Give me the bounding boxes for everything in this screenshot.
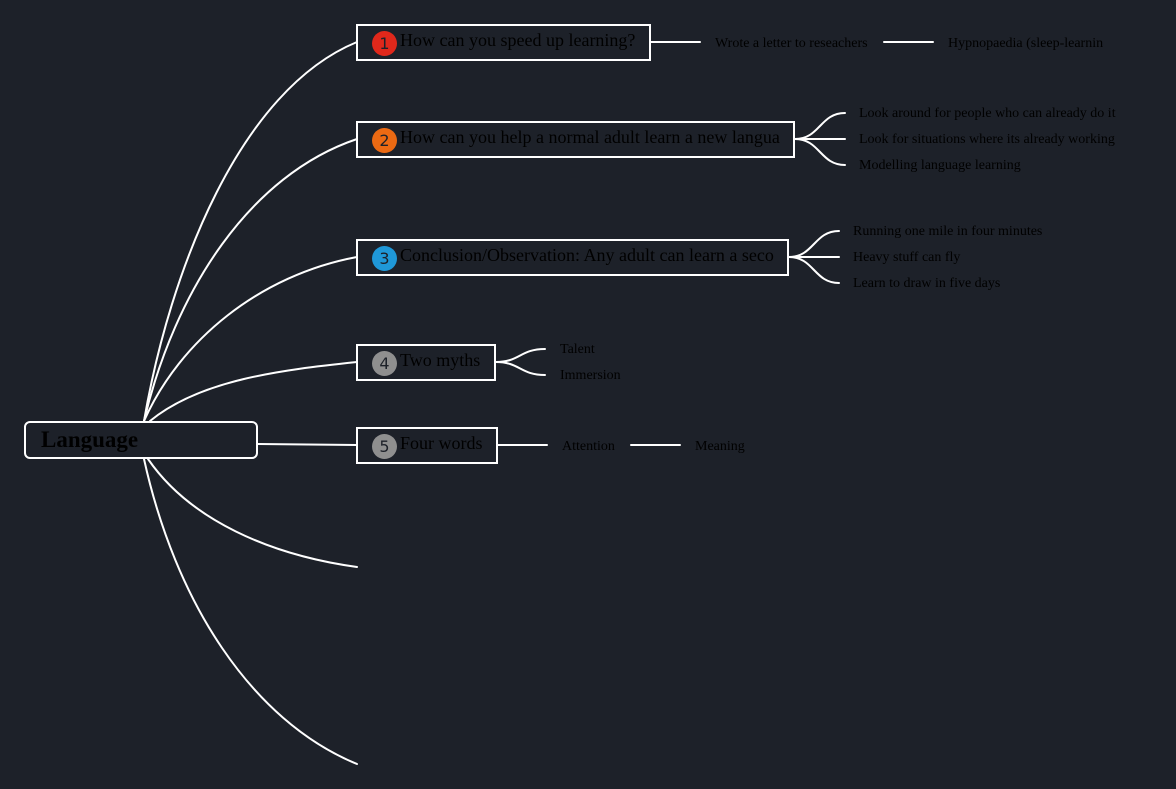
main-topic-1-label: How can you speed up learning? [400, 30, 636, 50]
connector-topic2-sub3 [794, 138, 846, 166]
main-topic-5[interactable]: 5 Four words [356, 427, 498, 464]
connector-topic4-sub1 [495, 348, 546, 363]
subtopic-1-2[interactable]: Hypnopaedia (sleep-learnin [948, 36, 1104, 51]
priority-2-icon: 2 [372, 128, 397, 153]
connector-topic2-sub1 [794, 112, 846, 140]
connector-root-topic-2 [143, 138, 358, 422]
subtopic-3-1[interactable]: Running one mile in four minutes [853, 224, 1043, 239]
subtopic-2-3[interactable]: Modelling language learning [859, 158, 1021, 173]
main-topic-2[interactable]: 2 How can you help a normal adult learn … [356, 121, 795, 158]
main-topic-4-label: Two myths [400, 350, 481, 370]
connector-topic3-sub3 [788, 256, 840, 284]
central-topic-label: Language [41, 427, 139, 452]
connector-root-empty-7 [143, 458, 358, 765]
priority-3-icon: 3 [372, 246, 397, 271]
connector-root-empty-6 [147, 458, 358, 568]
connector-root-topic-5 [257, 443, 358, 446]
subtopic-3-2[interactable]: Heavy stuff can fly [853, 250, 961, 265]
subtopic-4-1[interactable]: Talent [560, 342, 595, 357]
subtopic-3-3[interactable]: Learn to draw in five days [853, 276, 1001, 291]
main-topic-1[interactable]: 1 How can you speed up learning? [356, 24, 651, 61]
connector-root-topic-3 [143, 256, 358, 422]
subtopic-1-1[interactable]: Wrote a letter to reseachers [715, 36, 868, 51]
priority-5-icon: 5 [372, 434, 397, 459]
connector-topic3-sub1 [788, 230, 840, 258]
main-topic-3[interactable]: 3 Conclusion/Observation: Any adult can … [356, 239, 789, 276]
main-topic-5-label: Four words [400, 433, 483, 453]
connector-root-topic-4 [149, 361, 358, 422]
connector-root-topic-1 [143, 41, 358, 422]
connector-topic4-sub2 [495, 361, 546, 376]
subtopic-2-2[interactable]: Look for situations where its already wo… [859, 132, 1115, 147]
main-topic-4[interactable]: 4 Two myths [356, 344, 496, 381]
main-topic-3-label: Conclusion/Observation: Any adult can le… [400, 245, 774, 265]
priority-1-icon: 1 [372, 31, 397, 56]
subtopic-2-1[interactable]: Look around for people who can already d… [859, 106, 1116, 121]
priority-4-icon: 4 [372, 351, 397, 376]
subtopic-5-2[interactable]: Meaning [695, 439, 745, 454]
subtopic-4-2[interactable]: Immersion [560, 368, 621, 383]
subtopic-5-1[interactable]: Attention [562, 439, 615, 454]
central-topic-node[interactable]: Language [24, 421, 258, 459]
main-topic-2-label: How can you help a normal adult learn a … [400, 127, 780, 147]
